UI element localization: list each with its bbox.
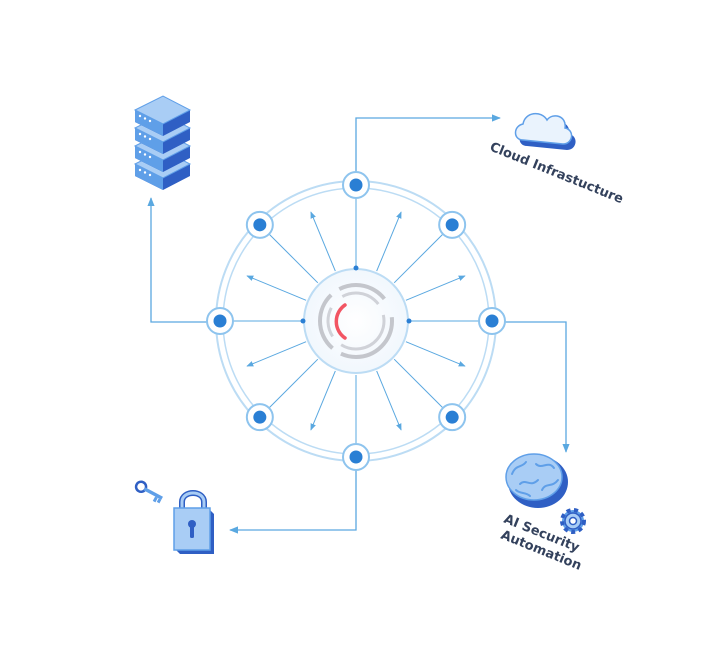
key-icon bbox=[134, 480, 163, 504]
brain-icon bbox=[505, 453, 568, 508]
ring-node bbox=[438, 403, 467, 432]
ring-node bbox=[342, 443, 370, 471]
spoke-line bbox=[405, 341, 466, 367]
gear-icon bbox=[560, 508, 586, 534]
spoke-line bbox=[393, 230, 447, 284]
ring-node bbox=[206, 307, 234, 335]
ring-node bbox=[478, 307, 506, 335]
central-hub-icon bbox=[300, 265, 412, 374]
spoke-line bbox=[265, 358, 319, 412]
spoke-line bbox=[246, 341, 307, 367]
padlock-icon bbox=[173, 490, 214, 554]
server-stack-icon bbox=[133, 95, 192, 190]
inner-spokes bbox=[228, 193, 484, 449]
spoke-line bbox=[310, 370, 336, 431]
ring-node bbox=[245, 403, 274, 432]
spoke-line bbox=[246, 275, 307, 301]
server-layer bbox=[133, 95, 192, 136]
spoke-line bbox=[376, 211, 402, 272]
connector-to-server bbox=[147, 197, 222, 323]
ring-node bbox=[245, 210, 274, 239]
cloud-icon bbox=[514, 112, 576, 150]
spoke-line bbox=[376, 370, 402, 431]
spoke-line bbox=[310, 211, 336, 272]
spoke-line bbox=[393, 358, 447, 412]
ring-node bbox=[342, 171, 370, 199]
spoke-line bbox=[265, 230, 319, 284]
connector-to-ai bbox=[490, 321, 570, 453]
ring-node bbox=[438, 210, 467, 239]
connector-to-cloud bbox=[355, 114, 501, 186]
cloud-label: Cloud Infrastucture bbox=[488, 140, 626, 207]
external-connectors bbox=[147, 114, 570, 534]
ring-nodes bbox=[206, 171, 506, 471]
spoke-line bbox=[405, 275, 466, 301]
connector-to-lock bbox=[229, 458, 357, 534]
